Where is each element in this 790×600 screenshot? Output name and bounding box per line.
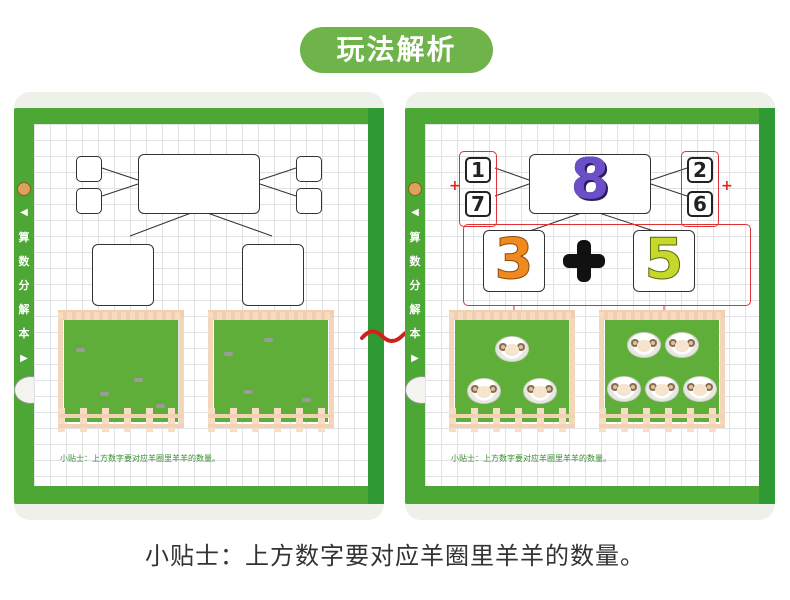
next-arrow-icon[interactable]: ▶ [20,353,28,364]
sheep [665,332,699,360]
parts-frame [463,224,751,306]
blank-box-right-top[interactable] [296,156,322,182]
blank-part-box-left[interactable] [92,244,154,306]
right-pair-top-number: 2 [687,157,713,183]
empty-sheep-pen-left [58,304,184,432]
sidebar-char-3: 分 [409,279,421,292]
sidebar-char-5: 本 [409,327,421,340]
empty-sheep-pen-right [208,304,334,432]
sidebar-char-4: 解 [409,303,421,316]
sidebar-char-1: 算 [409,231,421,244]
blank-worksheet-board: ◀ 算 数 分 解 本 ▶ [14,108,384,504]
right-part-number: 5 [644,227,684,292]
left-part-number: 3 [494,227,534,292]
connector-lines [101,167,297,237]
dog-icon [17,182,31,196]
dog-icon [408,182,422,196]
sheep [645,376,679,404]
sidebar-char-2: 数 [18,255,30,268]
grass-area [214,318,328,422]
grass-area [455,318,569,422]
board-edge-stripe [368,108,384,504]
worksheet-sidebar: ◀ 算 数 分 解 本 ▶ [14,178,48,478]
tip-text: 小贴士：上方数字要对应羊圈里羊羊的数量。 [60,454,220,463]
sidebar-char-4: 解 [18,303,30,316]
sheep-pen-right [599,304,725,432]
sheep [495,336,529,364]
left-pair-frame [459,151,497,227]
blank-box-left-bottom[interactable] [76,188,102,214]
sheep [467,378,501,406]
blank-total-box[interactable] [138,154,260,214]
total-number: 8 [570,147,610,212]
grass-area [64,318,178,422]
fence-bottom [58,408,184,432]
right-plus-sign: + [721,178,733,194]
next-arrow-icon[interactable]: ▶ [411,353,419,364]
right-pair-bottom-number: 6 [687,191,713,217]
sidebar-char-5: 本 [18,327,30,340]
sidebar-char-3: 分 [18,279,30,292]
left-pair-top-number: 1 [465,157,491,183]
left-pair-bottom-number: 7 [465,191,491,217]
sheep [607,376,641,404]
prev-arrow-icon[interactable]: ◀ [20,207,28,218]
total-box [529,154,651,214]
sheep [683,376,717,404]
grass-area [605,318,719,422]
worksheet-sidebar: ◀ 算 数 分 解 本 ▶ [405,178,439,478]
blank-box-left-top[interactable] [76,156,102,182]
part-box-left [483,230,545,292]
fence-top [58,310,184,320]
tip-text: 小贴士：上方数字要对应羊圈里羊羊的数量。 [451,454,611,463]
blank-part-box-right[interactable] [242,244,304,306]
caption-text: 小贴士：上方数字要对应羊圈里羊羊的数量。 [145,542,645,570]
left-plus-sign: + [449,178,461,194]
blank-worksheet-card: ◀ 算 数 分 解 本 ▶ [14,92,384,520]
sheep [523,378,557,406]
sheep [627,332,661,360]
sheep-pen-left [449,304,575,432]
page-title: 玩法解析 [300,27,493,73]
example-worksheet-card: ◀ 算 数 分 解 本 ▶ 1 7 + [405,92,775,520]
sidebar-char-2: 数 [409,255,421,268]
example-worksheet-board: ◀ 算 数 分 解 本 ▶ 1 7 + [405,108,775,504]
sidebar-char-1: 算 [18,231,30,244]
part-box-right [633,230,695,292]
prev-arrow-icon[interactable]: ◀ [411,207,419,218]
black-plus-icon [563,240,605,282]
blank-box-right-bottom[interactable] [296,188,322,214]
right-pair-frame [681,151,719,227]
